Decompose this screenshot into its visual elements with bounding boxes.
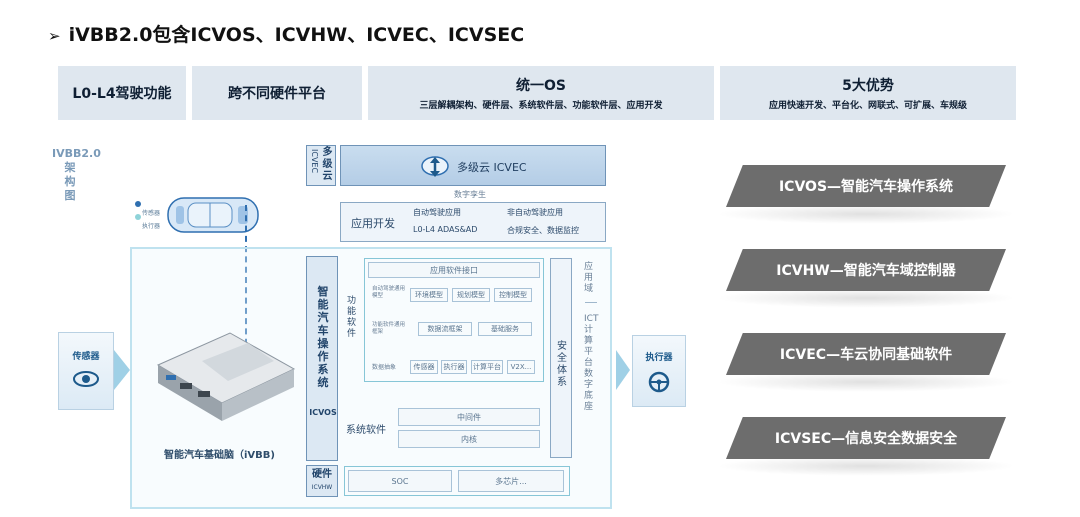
- kernel: 内核: [398, 430, 540, 448]
- row3-label: 数据抽象: [372, 364, 397, 371]
- control-model: 控制模型: [494, 288, 532, 302]
- ivbb-device-image: [152, 325, 300, 423]
- row2-label: 功能软件通用框架: [372, 322, 406, 335]
- dataflow-framework: 数据流框架: [418, 322, 472, 336]
- cloud-upload-icon: [421, 154, 449, 184]
- feature-advantages: 5大优势 应用快速开发、平台化、网联式、可扩展、车规级: [720, 66, 1016, 120]
- multi-chip: 多芯片...: [458, 470, 564, 492]
- base-service: 基础服务: [478, 322, 532, 336]
- row1-label: 自动驾驶通用模型: [372, 286, 406, 299]
- feature-hardware: 跨不同硬件平台: [192, 66, 362, 120]
- sensor-arrow-icon: [114, 350, 130, 394]
- architecture-label-top: IVBB2.0: [52, 147, 101, 160]
- sys-sw-label: 系统软件: [346, 425, 386, 436]
- os-tag-cn: 智能汽车操作系统: [317, 285, 329, 389]
- cloud-tag-en: ICVEC: [310, 149, 319, 174]
- feature-subtitle: 三层解耦架构、硬件层、系统软件层、功能软件层、应用开发: [419, 101, 663, 111]
- app-dev-row: 应用开发 自动驾驶应用 L0-L4 ADAS&AD 非自动驾驶应用 合规安全、数…: [340, 202, 606, 242]
- hw-frame: [344, 466, 570, 496]
- feature-driving: L0-L4驾驶功能: [58, 66, 186, 120]
- soc: SOC: [348, 470, 452, 492]
- cloud-title: 多级云 ICVEC: [457, 161, 527, 174]
- car-legend-sensor: 传感器: [142, 210, 161, 217]
- bar-icvec: ICVEC—车云协同基础软件: [726, 333, 1006, 375]
- abs-sensor: 传感器: [410, 360, 438, 374]
- bar-icvhw: ICVHW—智能汽车域控制器: [726, 249, 1006, 291]
- actuator-label: 执行器: [645, 353, 673, 363]
- feature-title: 跨不同硬件平台: [228, 86, 326, 102]
- architecture-char: 图: [64, 189, 76, 202]
- app-auto-sub: L0-L4 ADAS&AD: [413, 225, 478, 234]
- bullet-arrow-icon: ➢: [48, 27, 61, 45]
- cloud-tag-cn: 多级云: [322, 147, 333, 182]
- app-domain-divider: [585, 302, 597, 304]
- steering-wheel-icon: [633, 371, 685, 397]
- abs-v2x: V2X...: [507, 360, 535, 374]
- hw-tag-en: ICVHW: [311, 484, 333, 491]
- bar-shadow: [716, 456, 1016, 476]
- digital-twin-label: 数字孪生: [454, 190, 486, 199]
- sensor-label: 传感器: [72, 352, 100, 362]
- feature-subtitle: 应用快速开发、平台化、网联式、可扩展、车规级: [768, 101, 967, 111]
- feature-title: 统一OS: [516, 78, 566, 94]
- cloud-tag: ICVEC 多级云: [306, 145, 336, 186]
- func-sw-label: 功能软件: [347, 296, 357, 339]
- bar-icvsec: ICVSEC—信息安全数据安全: [726, 417, 1006, 459]
- plan-model: 规划模型: [452, 288, 490, 302]
- bar-shadow: [716, 372, 1016, 392]
- func-sw-frame: [364, 258, 544, 382]
- sensor-box: 传感器: [58, 332, 114, 410]
- architecture-char: 架: [64, 161, 76, 174]
- abs-compute: 计算平台: [471, 360, 503, 374]
- env-model: 环境模型: [410, 288, 448, 302]
- page-title: ➢ iVBB2.0包含ICVOS、ICVHW、ICVEC、ICVSEC: [48, 20, 524, 47]
- app-api: 应用软件接口: [368, 262, 540, 278]
- abs-actuator: 执行器: [441, 360, 467, 374]
- ict-platform-label: ICT 计算平台数字底座: [584, 314, 599, 412]
- feature-title: L0-L4驾驶功能: [72, 86, 172, 102]
- bar-icvos: ICVOS—智能汽车操作系统: [726, 165, 1006, 207]
- bar-shadow: [716, 288, 1016, 308]
- car-legend-actuator: 执行器: [142, 223, 161, 230]
- car-connector-line: [245, 205, 247, 355]
- feature-title: 5大优势: [842, 78, 894, 94]
- bar-shadow: [716, 204, 1016, 224]
- architecture-char: 构: [64, 175, 76, 188]
- actuator-box: 执行器: [632, 335, 686, 407]
- app-nonauto: 非自动驾驶应用: [507, 208, 563, 217]
- architecture-label: IVBB2.0 架 构 图: [52, 147, 101, 203]
- title-text: iVBB2.0包含ICVOS、ICVHW、ICVEC、ICVSEC: [68, 24, 525, 46]
- os-tag-en: ICVOS: [309, 408, 337, 417]
- security-column: 安全体系: [550, 258, 572, 458]
- app-dev-label: 应用开发: [351, 217, 395, 230]
- hw-tag: 硬件 ICVHW: [306, 465, 338, 497]
- middleware: 中间件: [398, 408, 540, 426]
- os-tag: 智能汽车操作系统 ICVOS: [306, 256, 338, 461]
- eye-icon: [59, 370, 113, 392]
- feature-os: 统一OS 三层解耦架构、硬件层、系统软件层、功能软件层、应用开发: [368, 66, 714, 120]
- security-label: 安全体系: [557, 341, 567, 388]
- app-domain-label: 应用域: [584, 262, 594, 294]
- hw-tag-cn: 硬件: [312, 469, 332, 480]
- actuator-arrow-icon: [616, 350, 630, 394]
- cloud-bar: 多级云 ICVEC: [340, 145, 606, 186]
- device-caption: 智能汽车基础脑（iVBB): [164, 450, 275, 461]
- app-auto: 自动驾驶应用: [413, 208, 461, 217]
- app-nonauto-sub: 合规安全、数据监控: [507, 226, 579, 235]
